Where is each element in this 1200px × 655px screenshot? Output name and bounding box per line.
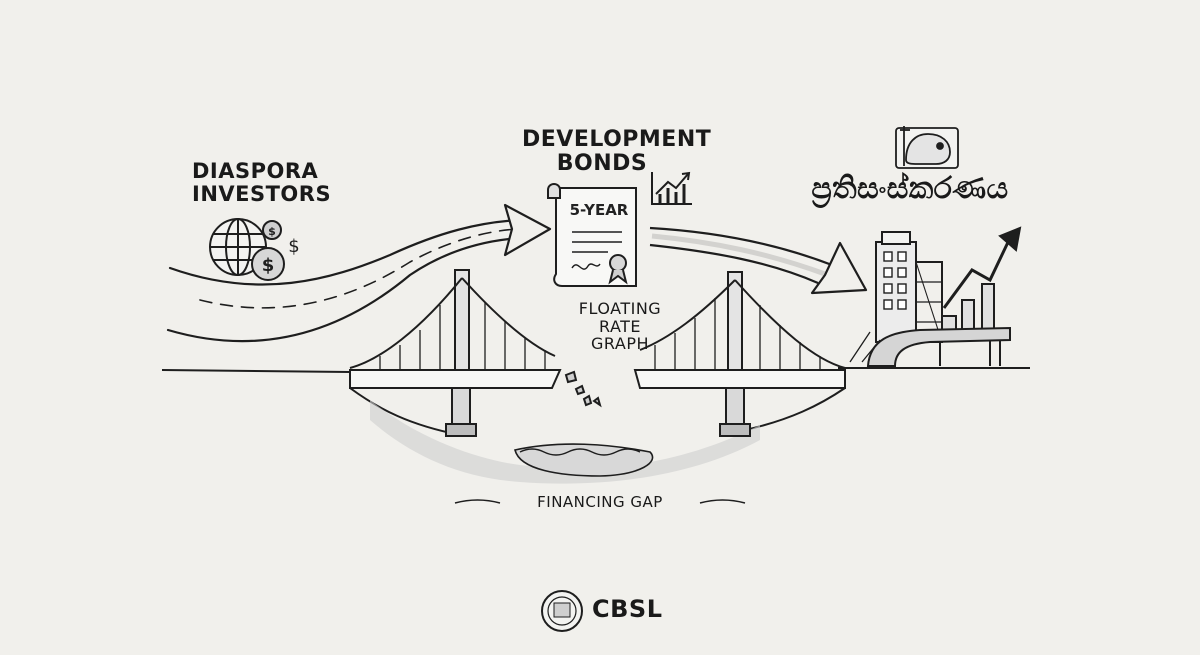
right-bridge-half	[633, 271, 846, 437]
development-bonds-label: DEVELOPMENT BONDS	[522, 127, 712, 177]
floating-rate-line-2: GRAPH	[591, 334, 649, 354]
development-bonds-line-1: DEVELOPMENT	[522, 127, 712, 152]
river	[370, 400, 760, 484]
svg-text:$: $	[262, 255, 275, 276]
svg-text:$: $	[268, 225, 276, 238]
svg-text:$: $	[288, 236, 299, 257]
diaspora-line-1: DIASPORA	[192, 159, 319, 183]
dollar-coin-icon: $ $ $	[251, 220, 300, 281]
left-bridge-half	[349, 269, 602, 437]
cbsl-seal-icon	[541, 590, 583, 632]
cbsl-logo-text: CBSL	[592, 595, 663, 623]
financing-gap-label: FINANCING GAP	[537, 493, 663, 511]
reform-title-sinhala: ප්‍රතිසංස්කරණය	[811, 171, 1009, 206]
gap-flourish	[454, 499, 746, 504]
diaspora-line-2: INVESTORS	[192, 182, 332, 207]
lion-flag-icon	[895, 126, 959, 169]
bond-document-icon	[547, 183, 637, 287]
trend-chart-icon	[651, 171, 692, 205]
floating-rate-label: FLOATING RATE GRAPH	[560, 300, 680, 353]
development-bonds-line-2: BONDS	[556, 151, 648, 177]
right-flow-arrow	[649, 226, 868, 295]
diaspora-investors-label: DIASPORA INVESTORS	[192, 159, 332, 207]
bond-term-label: 5-YEAR	[569, 201, 629, 219]
left-flow-arrow	[166, 203, 552, 343]
city-buildings	[849, 226, 1022, 367]
floating-rate-line-1: FLOATING RATE	[578, 299, 662, 336]
